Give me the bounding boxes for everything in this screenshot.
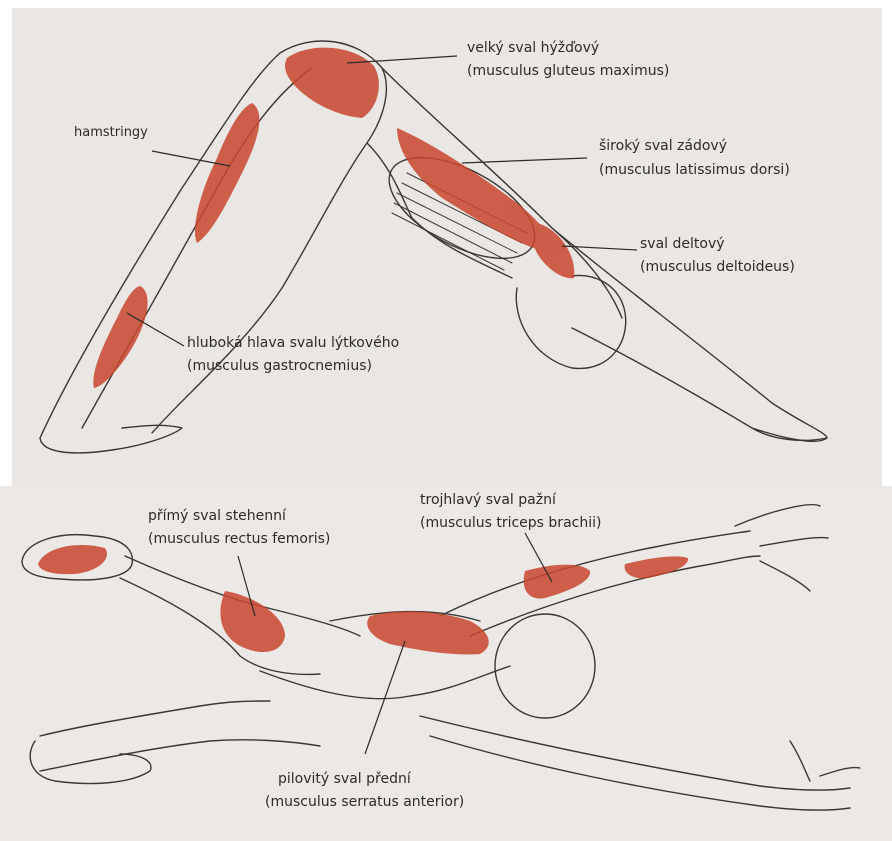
label-deltoid-lat: (musculus deltoideus) [640,257,795,277]
floor-foot-outline [30,741,151,784]
rectus-femoris-muscle [220,591,285,652]
figure-twist-panel: přímý sval stehenní (musculus rectus fem… [0,486,892,841]
label-hamstrings: hamstringy [74,123,148,143]
label-rectus-femoris-lat: (musculus rectus femoris) [148,529,330,549]
deltoid-muscle [532,223,575,278]
foot-muscle [38,545,107,574]
latissimus-dorsi-muscle [397,128,553,253]
floor-hand-outline [790,741,860,781]
torso-outline [260,666,510,699]
downward-dog-illustration [12,8,882,486]
label-gluteus-cz: velký sval hýžďový [467,38,599,58]
forearm-muscle [625,556,689,578]
raised-hand-outline [735,505,828,591]
label-gastrocnemius-cz: hluboká hlava svalu lýtkového [187,333,399,353]
foot-outline [40,425,182,453]
label-latissimus-lat: (musculus latissimus dorsi) [599,160,790,180]
label-gastrocnemius-lat: (musculus gastrocnemius) [187,356,372,376]
label-deltoid-cz: sval deltový [640,234,725,254]
floor-leg-outline [40,701,270,736]
gastrocnemius-muscle [93,286,147,388]
floor-arm-outline [420,716,850,790]
gluteus-maximus-muscle [285,48,379,118]
label-rectus-femoris-cz: přímý sval stehenní [148,506,286,526]
triceps-muscle [524,565,590,599]
label-serratus-cz: pilovitý sval přední [278,769,411,789]
label-triceps-lat: (musculus triceps brachii) [420,513,601,533]
hamstrings-muscle [195,103,259,243]
label-gluteus-lat: (musculus gluteus maximus) [467,61,669,81]
label-serratus-lat: (musculus serratus anterior) [265,792,464,812]
twist-illustration [0,486,892,841]
raised-arm-outline [440,531,750,616]
figure-downward-dog-panel: velký sval hýžďový (musculus gluteus max… [12,8,882,486]
label-triceps-cz: trojhlavý sval pažní [420,490,556,510]
label-latissimus-cz: široký sval zádový [599,136,727,156]
head-outline [516,275,625,368]
